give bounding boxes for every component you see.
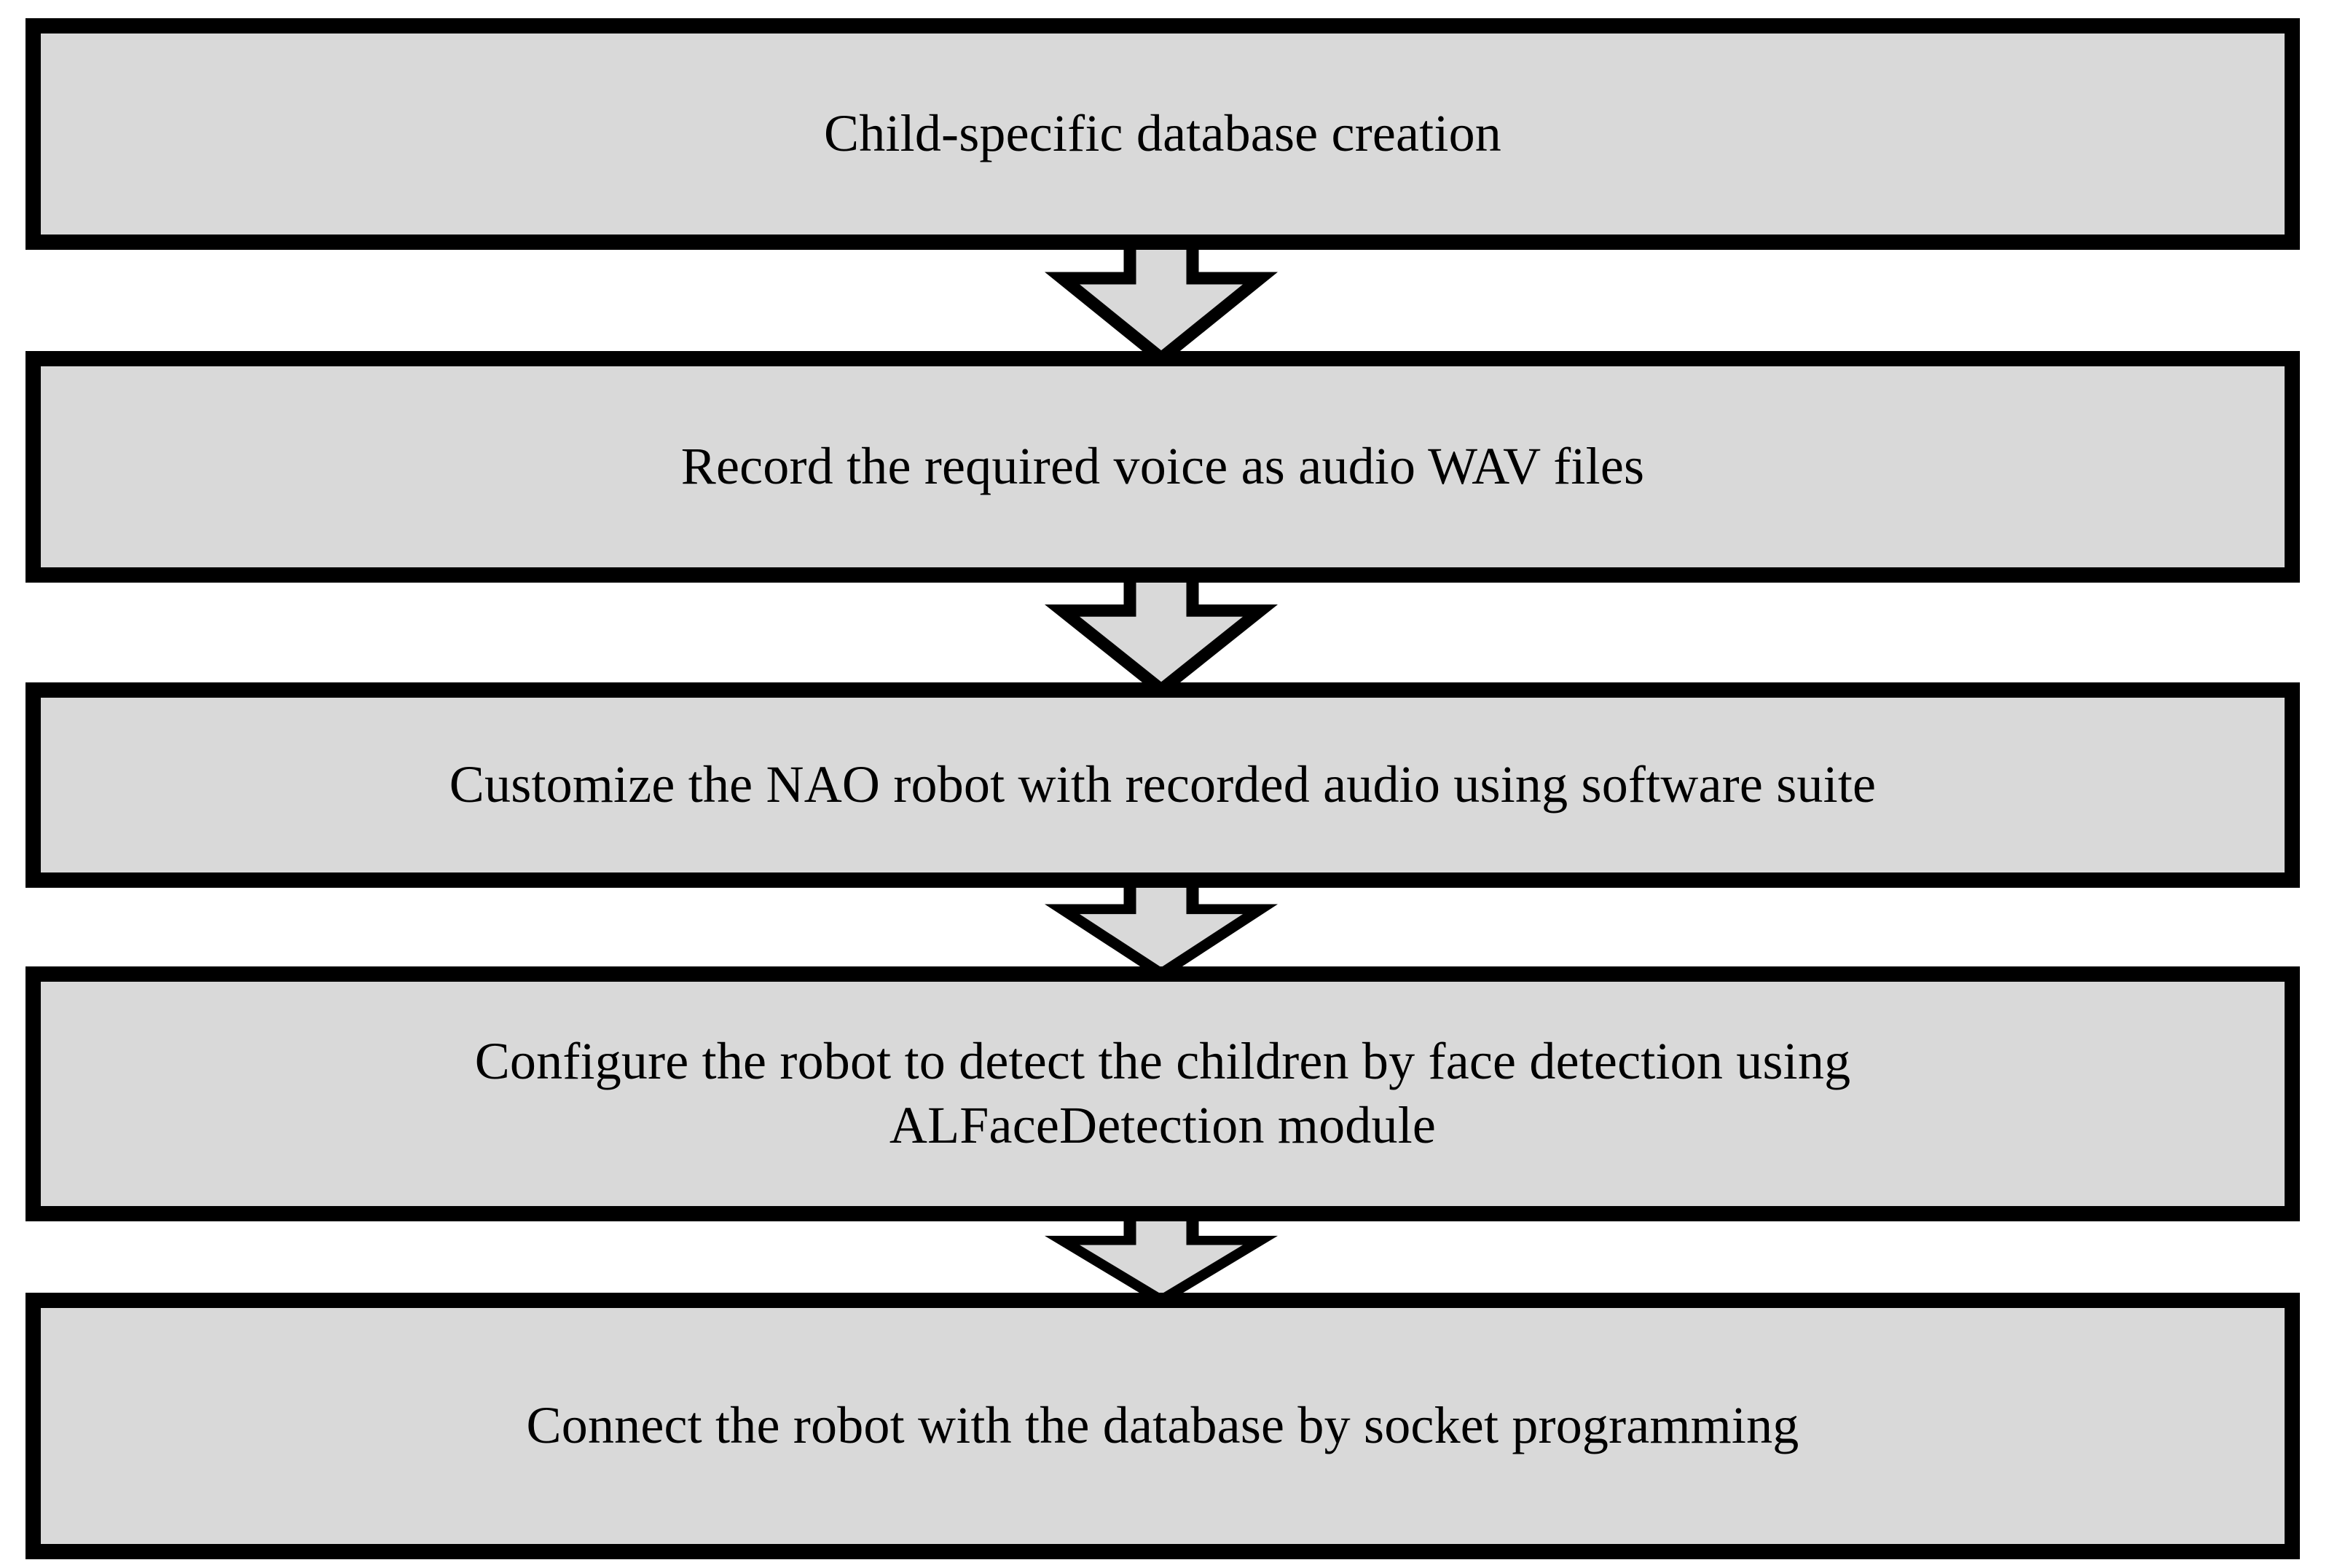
flow-node-record-voice-wav[interactable]: Record the required voice as audio WAV f…: [25, 351, 2300, 583]
flow-connector-3: [1044, 875, 1279, 980]
down-arrow-icon: [1044, 235, 1279, 366]
flow-connector-2: [1044, 568, 1279, 698]
down-arrow-icon: [1044, 1208, 1279, 1307]
down-arrow-icon: [1044, 568, 1279, 698]
flow-node-label: Child-specific database creation: [824, 104, 1501, 163]
flow-node-label: Connect the robot with the database by s…: [526, 1396, 1799, 1455]
flow-connector-4: [1044, 1208, 1279, 1307]
flow-node-connect-socket-programming[interactable]: Connect the robot with the database by s…: [25, 1293, 2300, 1559]
down-arrow-icon: [1044, 875, 1279, 980]
flow-node-label: Record the required voice as audio WAV f…: [680, 437, 1645, 496]
flow-node-configure-face-detection[interactable]: Configure the robot to detect the childr…: [25, 966, 2300, 1221]
flow-node-customize-nao-robot[interactable]: Customize the NAO robot with recorded au…: [25, 682, 2300, 888]
flow-node-label: Customize the NAO robot with recorded au…: [449, 755, 1877, 814]
flow-connector-1: [1044, 235, 1279, 366]
flow-node-child-specific-database-creation[interactable]: Child-specific database creation: [25, 18, 2300, 250]
flow-node-label: Configure the robot to detect the childr…: [474, 1032, 1851, 1154]
